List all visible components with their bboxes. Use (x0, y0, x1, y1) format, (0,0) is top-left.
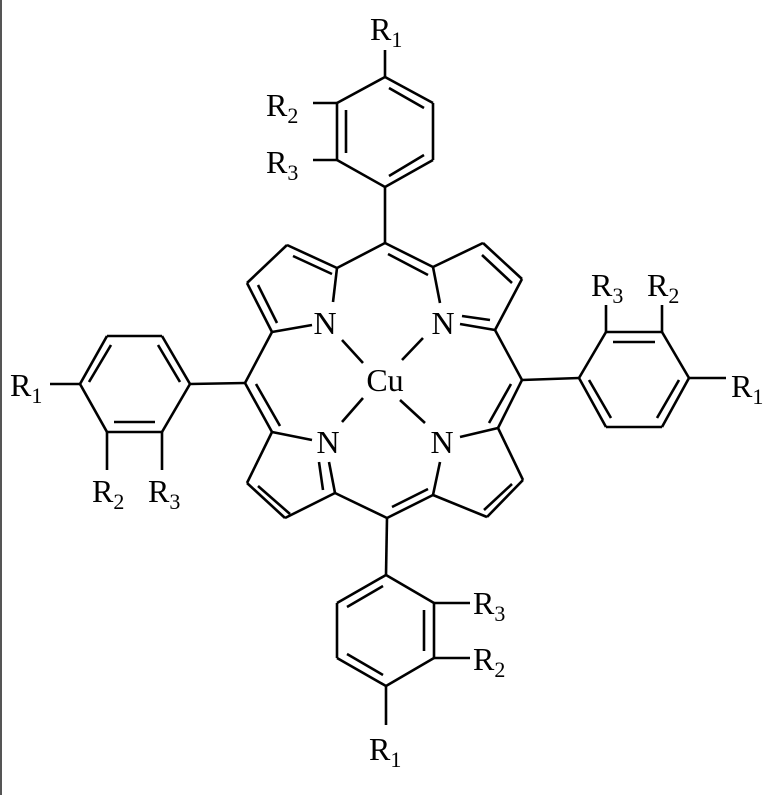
bond-line (496, 379, 524, 429)
substituent-label-bottom-r3: R3 (473, 585, 505, 626)
bond-line (292, 254, 333, 276)
substituent-label-top-r3: R3 (266, 144, 298, 185)
substituent-label-left-r3: R3 (148, 473, 180, 514)
substituent-label-right-r2: R2 (647, 267, 679, 308)
left-border (0, 0, 2, 795)
bond-line (384, 517, 389, 576)
bond-line (246, 244, 288, 284)
bond-line (334, 491, 388, 520)
bond-line (486, 479, 524, 518)
substituent-label-left-r2: R2 (92, 473, 124, 514)
bond-line (384, 241, 434, 269)
bond-line (256, 284, 279, 324)
substituent-label-top-r2: R2 (266, 87, 298, 128)
bond-line (384, 75, 434, 105)
bond-line (481, 254, 513, 284)
bond-line (386, 493, 434, 520)
bond-line (341, 339, 364, 364)
bond-line (257, 485, 291, 515)
bond-line (493, 278, 524, 331)
bond-line (577, 377, 608, 428)
substituent-label-top-r1: R1 (370, 11, 402, 52)
bond-line (160, 335, 192, 385)
bond-lines (50, 50, 726, 725)
nitrogen-label-n-top-right: N (431, 305, 454, 341)
bond-line (577, 331, 608, 379)
bond-line (493, 329, 524, 381)
bond-line (336, 158, 386, 189)
bond-line (391, 487, 429, 509)
bond-line (487, 383, 513, 424)
atom-labels: Cu N N N N (313, 305, 454, 460)
bond-line (387, 252, 429, 277)
nitrogen-label-n-bottom-right: N (430, 424, 453, 460)
bond-line (346, 652, 384, 677)
bond-line (336, 75, 386, 105)
bond-line (461, 314, 491, 322)
bond-line (160, 383, 192, 433)
bond-line (655, 379, 681, 419)
bond-line (432, 493, 488, 519)
bond-line (660, 377, 691, 428)
substituent-label-bottom-r2: R2 (473, 641, 505, 682)
bond-line (388, 86, 425, 110)
bond-line (459, 322, 496, 332)
bond-line (156, 344, 182, 383)
bond-line (482, 242, 523, 280)
bond-line (401, 337, 424, 361)
bond-line (432, 241, 484, 269)
bond-line (327, 461, 337, 494)
bond-line (346, 584, 384, 609)
bond-line (459, 426, 499, 439)
bond-line (587, 379, 613, 419)
bond-line (271, 430, 313, 442)
bond-line (317, 461, 325, 491)
bond-line (78, 383, 109, 433)
bond-line (496, 427, 525, 481)
bond-line (245, 431, 274, 484)
bond-line (189, 381, 246, 386)
substituent-label-right-r1: R1 (731, 368, 763, 409)
nitrogen-label-n-top-left: N (313, 305, 336, 341)
bond-line (271, 323, 313, 334)
bond-line (78, 335, 109, 385)
bond-line (245, 282, 274, 333)
bond-line (399, 399, 426, 424)
bond-line (385, 573, 435, 605)
bond-line (431, 461, 442, 496)
bond-line (284, 491, 336, 520)
bond-line (286, 243, 338, 270)
bond-line (246, 482, 286, 519)
bond-line (483, 483, 513, 511)
bond-line (243, 382, 274, 433)
bond-line (660, 331, 691, 379)
bond-line (385, 656, 435, 688)
bond-line (87, 344, 113, 383)
nitrogen-label-n-bottom-left: N (316, 424, 339, 460)
substituent-label-right-r3: R3 (591, 267, 623, 308)
bond-line (254, 383, 282, 427)
bond-line (388, 153, 425, 178)
bond-line (384, 158, 434, 189)
bond-line (243, 331, 274, 384)
bond-line (431, 266, 442, 304)
substituent-label-bottom-r1: R1 (369, 731, 401, 772)
metal-label-cu: Cu (366, 362, 403, 398)
bond-line (336, 241, 386, 270)
bond-line (336, 656, 387, 688)
substituent-label-left-r1: R1 (10, 367, 42, 408)
bond-line (521, 376, 580, 382)
bond-line (331, 267, 339, 303)
bond-line (336, 573, 387, 605)
bond-line (341, 397, 364, 423)
